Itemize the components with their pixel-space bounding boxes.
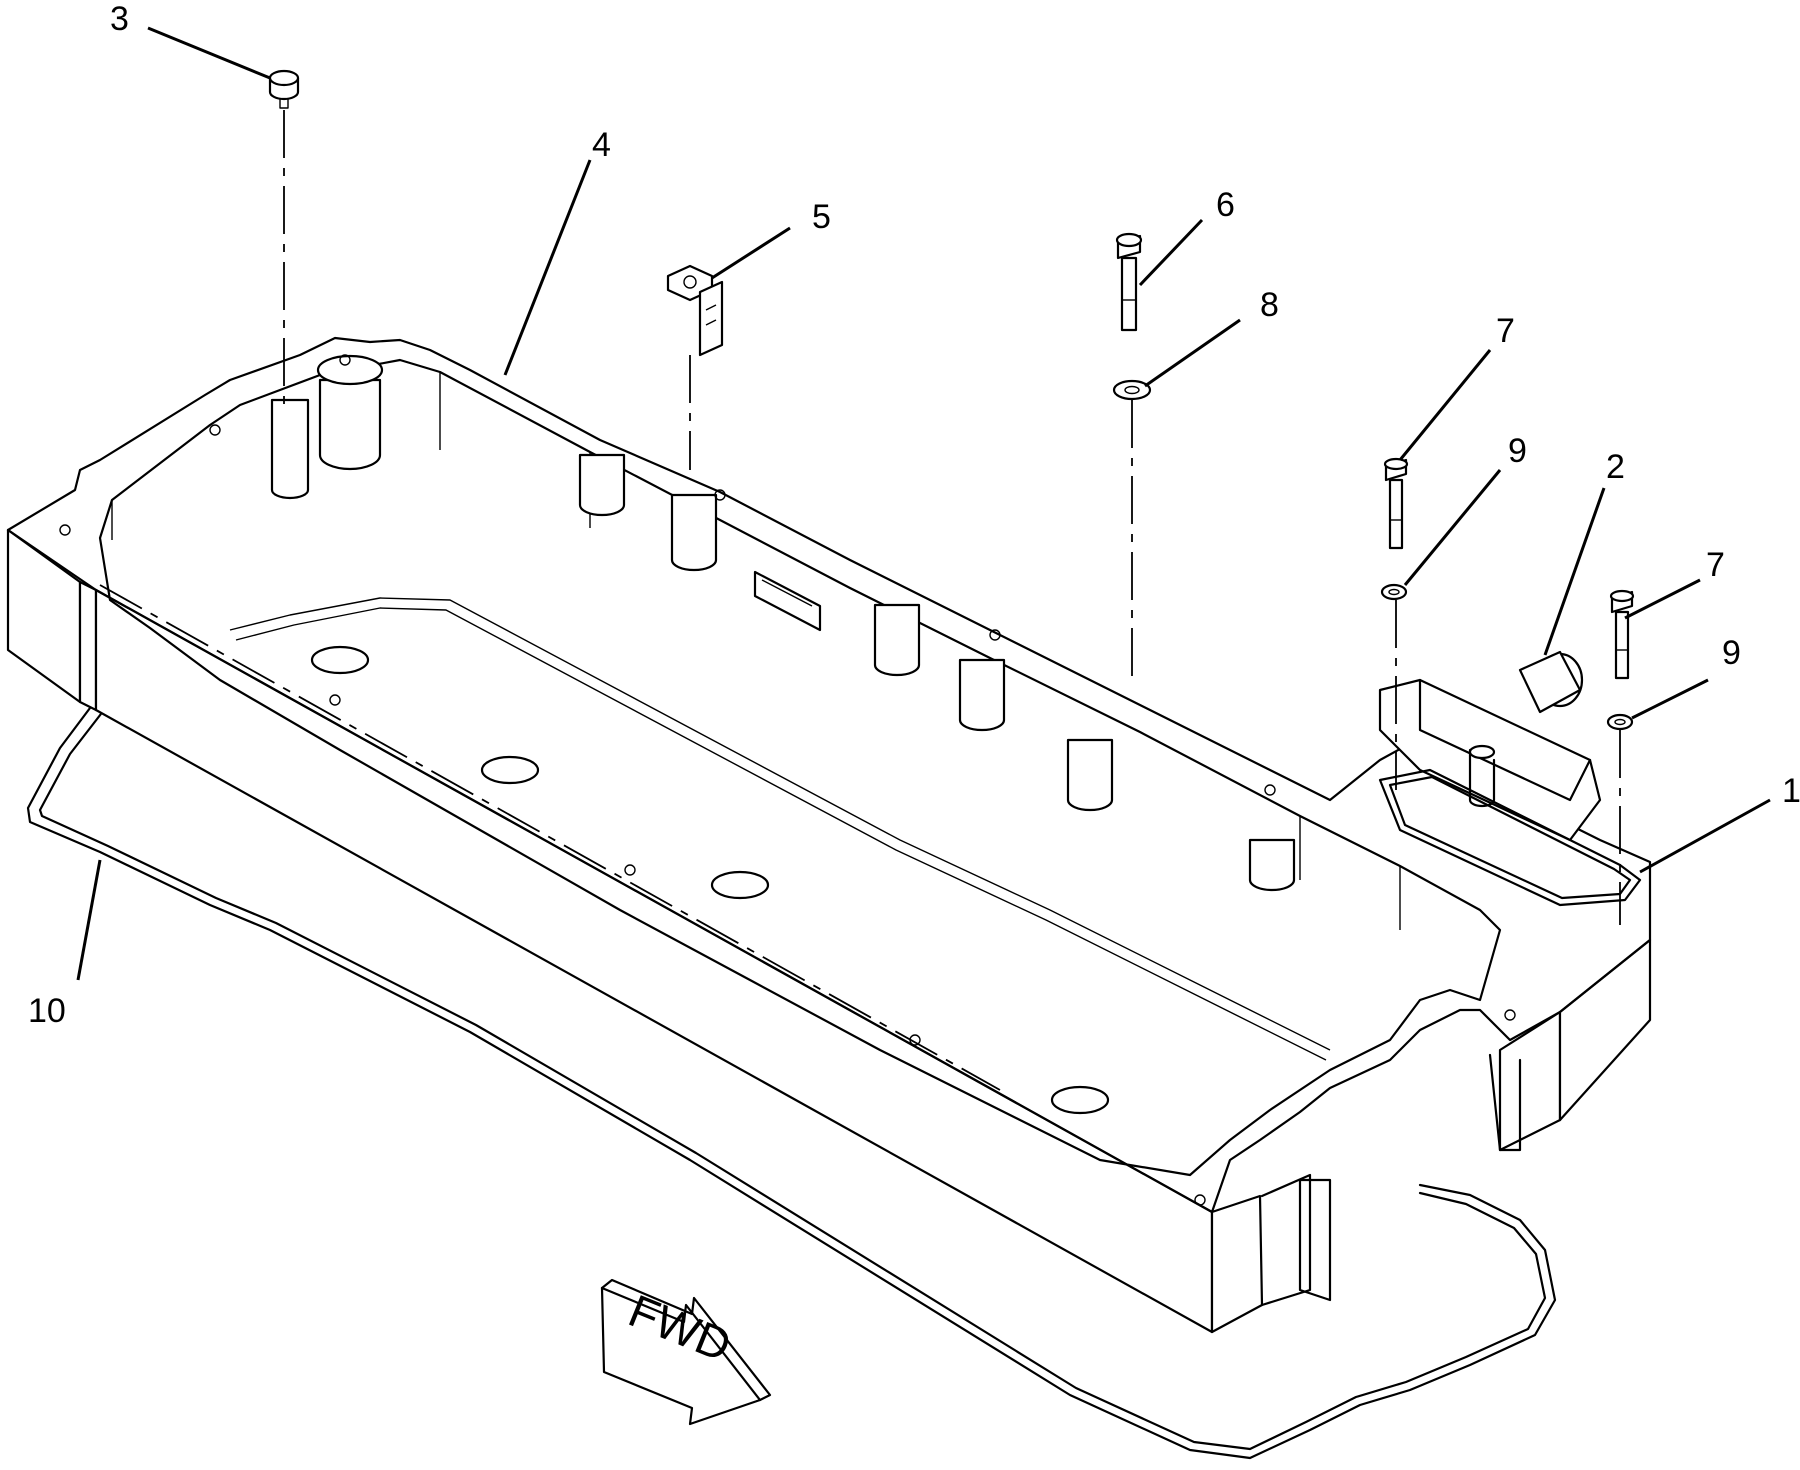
plug	[268, 69, 300, 109]
bolt-holes	[59, 354, 1516, 1206]
callout-5: 5	[812, 198, 831, 236]
washer-9b	[1606, 713, 1634, 731]
bolt-7a	[1383, 457, 1409, 550]
breather-gasket	[1378, 768, 1642, 907]
leader-lines	[76, 26, 1771, 981]
callout-8: 8	[1260, 286, 1279, 324]
callout-3: 3	[110, 0, 129, 38]
washer-8	[1112, 379, 1152, 401]
boss-rear-1	[578, 453, 718, 572]
washer-9a	[1380, 583, 1408, 601]
fwd-arrow: FWD	[600, 1278, 772, 1426]
callout-10: 10	[28, 992, 66, 1030]
callout-9-lower: 9	[1722, 634, 1741, 672]
bracket	[666, 264, 724, 357]
boss-rear-3	[1066, 738, 1296, 892]
breather-housing	[1378, 650, 1602, 842]
callout-1: 1	[1782, 772, 1800, 810]
bolt-6	[1115, 232, 1143, 332]
callouts: 1 2 3 4 5 6 7 7 8 9 9 10	[28, 0, 1800, 1030]
frame-body	[6, 336, 1652, 1334]
bosses-front	[310, 645, 1110, 1115]
assembly-axes	[99, 110, 1621, 1091]
callout-2: 2	[1606, 448, 1625, 486]
callout-7-upper: 7	[1496, 312, 1515, 350]
callout-9-upper: 9	[1508, 432, 1527, 470]
boss-rear-2	[873, 603, 1006, 732]
callout-7-lower: 7	[1706, 546, 1725, 584]
bolt-7b	[1609, 589, 1635, 680]
callout-6: 6	[1216, 186, 1235, 224]
bottom-gasket	[26, 698, 1557, 1460]
boss-left	[270, 354, 384, 500]
callout-4: 4	[592, 126, 611, 164]
